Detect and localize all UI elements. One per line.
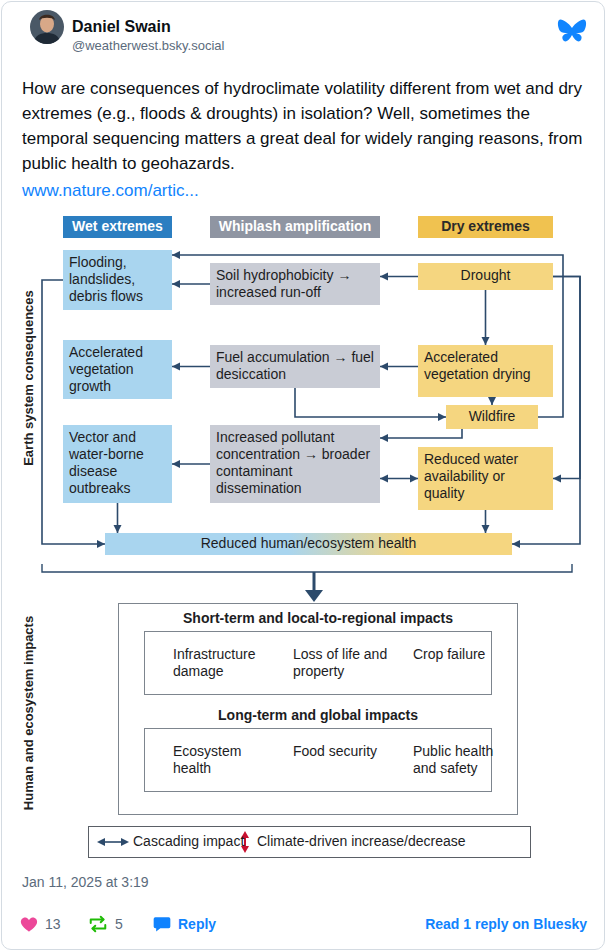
connector xyxy=(172,460,210,468)
process-box: Increased pollutant concentration → broa… xyxy=(210,425,380,503)
panel-heading: Short-term and local-to-regional impacts xyxy=(119,610,517,627)
connector xyxy=(482,510,490,533)
outcome-band: Reduced human/ecosystem health xyxy=(105,533,512,555)
connector xyxy=(380,363,418,371)
read-replies-link: Read 1 reply on Bluesky xyxy=(425,916,587,933)
impact-item: Loss of life and property xyxy=(293,646,389,680)
legend-text: Climate-driven increase/decrease xyxy=(257,833,466,850)
node-text: Vector and water-borne disease outbreaks xyxy=(69,429,166,497)
node-text: Accelerated vegetation growth xyxy=(69,344,166,395)
legend-sample xyxy=(97,835,129,849)
legend-box: Cascading impact Climate-driven increase… xyxy=(88,826,531,858)
node-text: Drought xyxy=(424,267,547,284)
column-header: Wet extremes xyxy=(63,216,172,238)
node-text: Fuel accumulation → fuel desiccation xyxy=(216,349,374,383)
node-text: Accelerated vegetation drying xyxy=(424,349,547,383)
process-box: Vector and water-borne disease outbreaks xyxy=(63,425,172,503)
node-text: Reduced human/ecosystem health xyxy=(111,535,506,552)
post-text: How are consequences of hydroclimate vol… xyxy=(22,76,598,176)
connector xyxy=(482,290,490,345)
connector xyxy=(114,503,122,533)
connector xyxy=(172,280,210,288)
process-box: Accelerated vegetation growth xyxy=(63,340,172,399)
process-box: Drought xyxy=(418,263,553,290)
impact-row: Ecosystem healthFood securityPublic heal… xyxy=(144,728,492,792)
process-box: Soil hydrophobicity → increased run-off xyxy=(210,263,380,305)
column-header: Dry extremes xyxy=(418,216,553,238)
panel-heading: Long-term and global impacts xyxy=(119,707,517,724)
connector xyxy=(553,277,580,483)
post-link: www.nature.com/artic... xyxy=(22,178,199,203)
reply-button: Reply xyxy=(178,916,216,933)
like-icon xyxy=(19,914,39,934)
connector xyxy=(172,251,563,417)
node-text: Wet extremes xyxy=(67,218,168,235)
process-box: Wildfire xyxy=(446,405,538,429)
impact-row: Infrastructure damage Loss of life and pr… xyxy=(144,631,492,695)
legend-text: Cascading impact xyxy=(133,833,244,850)
node-text: Dry extremes xyxy=(422,218,549,235)
connector xyxy=(488,397,496,405)
impact-item: Food security xyxy=(293,743,389,760)
node-text: Whiplash amplification xyxy=(214,218,376,235)
node-text: Flooding, landslides, debris flows xyxy=(69,254,166,305)
node-text: Soil hydrophobicity → increased run-off xyxy=(216,267,374,301)
impact-item: Infrastructure damage xyxy=(173,646,269,680)
reply-icon xyxy=(152,914,172,934)
node-text: Reduced water availability or quality xyxy=(424,451,547,502)
node-text: Increased pollutant concentration → broa… xyxy=(216,429,374,497)
repost-icon xyxy=(87,914,109,934)
node-text: Wildfire xyxy=(450,408,534,425)
process-box: Fuel accumulation → fuel desiccation xyxy=(210,345,380,388)
connector xyxy=(172,363,210,371)
like-count: 13 xyxy=(45,916,61,933)
post-date: Jan 11, 2025 at 3:19 xyxy=(22,874,149,891)
connector xyxy=(380,475,418,483)
connector xyxy=(380,429,462,442)
impact-item: Ecosystem health xyxy=(173,743,269,777)
process-box: Reduced water availability or quality xyxy=(418,447,553,510)
section-label: Earth system consequences xyxy=(21,273,37,483)
author-handle: @weatherwest.bsky.social xyxy=(72,38,224,54)
impacts-panel: Short-term and local-to-regional impacts… xyxy=(118,603,518,815)
process-box: Accelerated vegetation drying xyxy=(418,345,553,397)
process-box: Flooding, landslides, debris flows xyxy=(63,250,172,310)
connector xyxy=(42,280,105,548)
repost-count: 5 xyxy=(115,916,123,933)
column-header: Whiplash amplification xyxy=(210,216,380,238)
impact-item: Public health and safety xyxy=(413,743,509,777)
author-name: Daniel Swain xyxy=(72,17,171,36)
connector xyxy=(380,273,418,281)
section-label: Human and ecosystem impacts xyxy=(21,608,37,818)
impact-item: Crop failure xyxy=(413,646,509,663)
avatar xyxy=(29,9,65,45)
bluesky-logo xyxy=(556,17,588,45)
